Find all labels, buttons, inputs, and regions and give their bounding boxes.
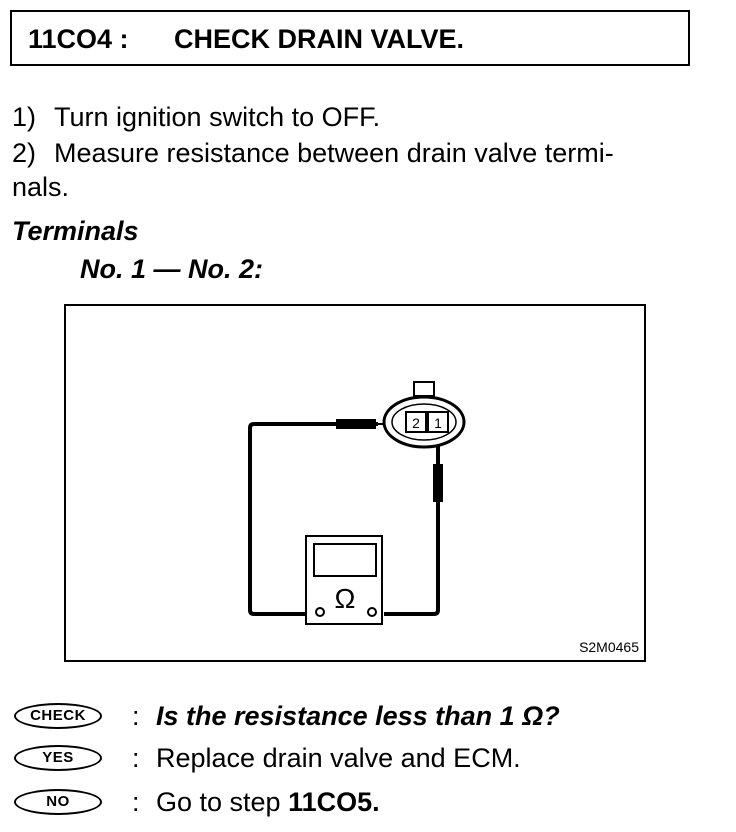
ohm-symbol: Ω — [335, 583, 356, 614]
probe-right — [433, 464, 443, 502]
wire-right — [384, 436, 440, 616]
yes-badge: YES — [14, 745, 102, 771]
probe-left — [336, 419, 376, 429]
check-colon: : — [132, 701, 140, 731]
yes-action: Replace drain valve and ECM. — [156, 743, 521, 773]
no-action: Go to step 11CO5. — [156, 786, 380, 818]
instruction-text: nals. — [12, 172, 70, 202]
figure-code: S2M0465 — [579, 639, 639, 655]
check-row: CHECK : Is the resistance less than 1 Ω? — [14, 700, 714, 734]
check-question: Is the resistance less than 1 Ω? — [156, 701, 560, 731]
terminals-heading: Terminals — [12, 216, 139, 246]
ohmmeter-terminal-left — [315, 607, 325, 617]
next-step-ref: 11CO5. — [288, 787, 380, 817]
instruction-1: 1) Turn ignition switch to OFF. — [12, 100, 380, 134]
terminal-1-label: 1 — [434, 415, 442, 431]
no-row: NO : Go to step 11CO5. — [14, 786, 714, 820]
connector-latch — [413, 381, 435, 397]
yes-colon: : — [132, 743, 140, 773]
no-badge: NO — [14, 789, 102, 815]
instruction-2: 2) Measure resistance between drain valve… — [12, 136, 614, 170]
yes-row: YES : Replace drain valve and ECM. — [14, 742, 714, 776]
step-title: CHECK DRAIN VALVE. — [174, 24, 465, 54]
wiring-diagram: 2 1 Ω S2M0465 — [64, 304, 646, 662]
instruction-text: Turn ignition switch to OFF. — [54, 102, 381, 132]
ohmmeter-terminal-right — [367, 607, 377, 617]
no-action-prefix: Go to step — [156, 787, 289, 817]
step-id: 11CO4 : — [28, 24, 129, 54]
terminal-1-box — [427, 411, 449, 433]
ohmmeter-display — [313, 543, 377, 577]
instruction-number: 2) — [12, 138, 37, 168]
instruction-2-continued: nals. — [12, 170, 69, 204]
instruction-number: 1) — [12, 102, 37, 132]
terminals-value: No. 1 — No. 2: — [80, 254, 264, 284]
check-badge: CHECK — [14, 703, 102, 729]
terminal-2-box — [405, 411, 427, 433]
step-header: 11CO4 : CHECK DRAIN VALVE. — [10, 10, 690, 66]
wiring-figure: 2 1 Ω S2M0465 — [64, 304, 646, 662]
connector-inner — [391, 403, 457, 441]
instruction-text: Measure resistance between drain valve t… — [54, 138, 614, 168]
wire-left — [248, 422, 378, 616]
no-colon: : — [132, 787, 140, 817]
terminal-2-label: 2 — [412, 415, 420, 431]
